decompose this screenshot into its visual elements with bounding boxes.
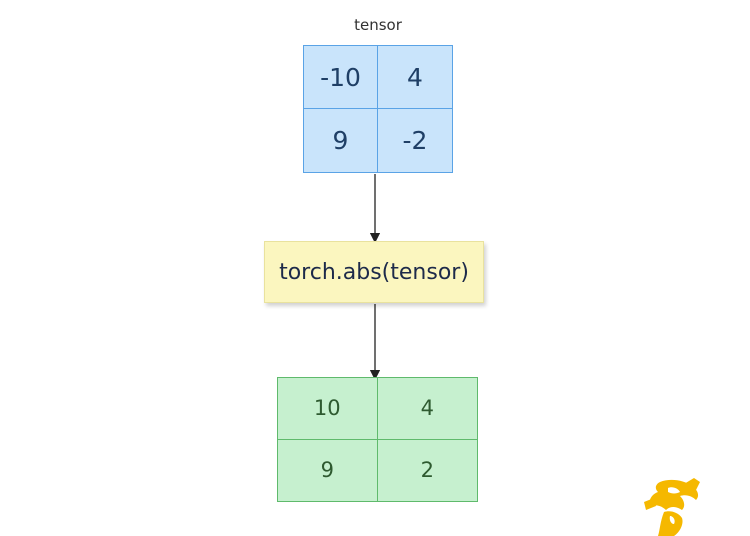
input-cell: 4 xyxy=(378,46,452,109)
operation-label: torch.abs(tensor) xyxy=(279,259,469,285)
output-cell: 10 xyxy=(278,378,378,440)
output-cell: 9 xyxy=(278,439,378,501)
input-tensor-grid: -10 4 9 -2 xyxy=(303,45,453,173)
output-tensor-grid: 10 4 9 2 xyxy=(277,377,478,502)
output-cell: 4 xyxy=(377,378,477,440)
operation-box: torch.abs(tensor) xyxy=(264,241,484,303)
input-cell: 9 xyxy=(304,109,378,172)
input-tensor-label: tensor xyxy=(354,16,402,34)
figure-logo-icon xyxy=(644,478,700,536)
input-cell: -10 xyxy=(304,46,378,109)
output-cell: 2 xyxy=(420,458,434,483)
input-cell: -2 xyxy=(402,126,428,155)
